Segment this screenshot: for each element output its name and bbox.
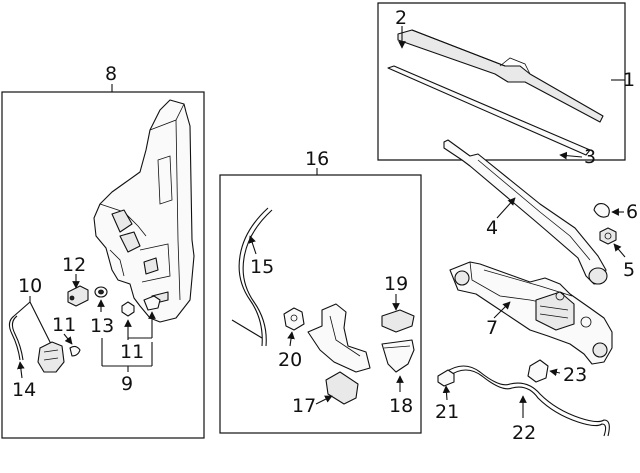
callout-10: 10 [13, 275, 53, 347]
wiper-arm [443, 139, 608, 285]
wiper-blade-group-box [377, 2, 626, 161]
callout-2: 2 [395, 7, 407, 49]
washer-motor [67, 285, 89, 307]
pivot-cap [593, 203, 610, 218]
washer-pump [37, 341, 65, 373]
svg-text:2: 2 [395, 7, 407, 29]
check-valve [527, 359, 549, 383]
svg-text:21: 21 [435, 401, 459, 423]
callout-3: 3 [559, 146, 596, 168]
callout-21: 20 [278, 331, 302, 371]
svg-text:11: 11 [120, 341, 144, 363]
svg-text:17: 17 [292, 395, 316, 417]
svg-text:12: 12 [62, 254, 86, 276]
pump-connector [283, 307, 305, 331]
bolt-b [143, 295, 161, 311]
callout-4: 4 [486, 197, 516, 239]
svg-text:7: 7 [486, 317, 498, 339]
svg-text:3: 3 [584, 146, 596, 168]
callout-24: 23 [549, 364, 587, 386]
callout-5: 5 [613, 243, 635, 281]
svg-text:19: 19 [384, 273, 408, 295]
washer-hose-small [8, 315, 24, 361]
callout-6: 6 [611, 201, 638, 223]
clip [325, 371, 359, 405]
svg-text:13: 13 [90, 315, 114, 337]
callout-13: 12 [62, 254, 86, 289]
washer-pump-group-box [219, 174, 422, 434]
callout-11: 11 [120, 311, 156, 363]
cap-seal [381, 309, 415, 333]
svg-text:6: 6 [626, 201, 638, 223]
svg-text:10: 10 [18, 275, 42, 297]
callout-17: 16 [305, 148, 329, 170]
washer-reservoir-group-box [1, 91, 205, 439]
callout-1: 1 [611, 69, 635, 91]
callout-14: 13 [90, 299, 114, 337]
svg-text:5: 5 [623, 259, 635, 281]
grommet [94, 286, 108, 298]
callout-18: 17 [292, 395, 333, 417]
callout-16: 15 [248, 235, 274, 278]
washer-reservoir [93, 99, 195, 323]
callout-19: 18 [389, 375, 413, 417]
hose-joint [437, 369, 455, 387]
bolt-a [121, 301, 135, 317]
svg-text:20: 20 [278, 349, 302, 371]
wiper-motor-linkage [449, 261, 613, 365]
svg-text:9: 9 [121, 373, 133, 395]
callout-12: 11 [52, 314, 76, 345]
svg-text:4: 4 [486, 217, 498, 239]
svg-text:16: 16 [305, 148, 329, 170]
wiper-blade-assembly [387, 29, 604, 156]
svg-text:14: 14 [12, 379, 36, 401]
washer-nozzle-small [69, 345, 81, 357]
svg-text:18: 18 [389, 395, 413, 417]
pivot-nut [599, 227, 617, 245]
washer-hose [231, 207, 273, 347]
callout-8: 8 [105, 63, 117, 85]
svg-text:15: 15 [250, 256, 274, 278]
callout-7: 7 [486, 301, 511, 339]
svg-text:23: 23 [563, 364, 587, 386]
callout-15: 14 [12, 361, 36, 401]
callout-23: 22 [512, 395, 536, 444]
rear-washer-hose [445, 365, 610, 437]
filler-neck [307, 303, 371, 373]
reservoir-cap [381, 339, 415, 373]
callout-20: 19 [384, 273, 408, 311]
callout-22: 21 [435, 385, 459, 423]
svg-text:11: 11 [52, 314, 76, 336]
callout-9: 9 [101, 338, 153, 395]
svg-text:22: 22 [512, 422, 536, 444]
svg-text:8: 8 [105, 63, 117, 85]
svg-text:1: 1 [623, 69, 635, 91]
